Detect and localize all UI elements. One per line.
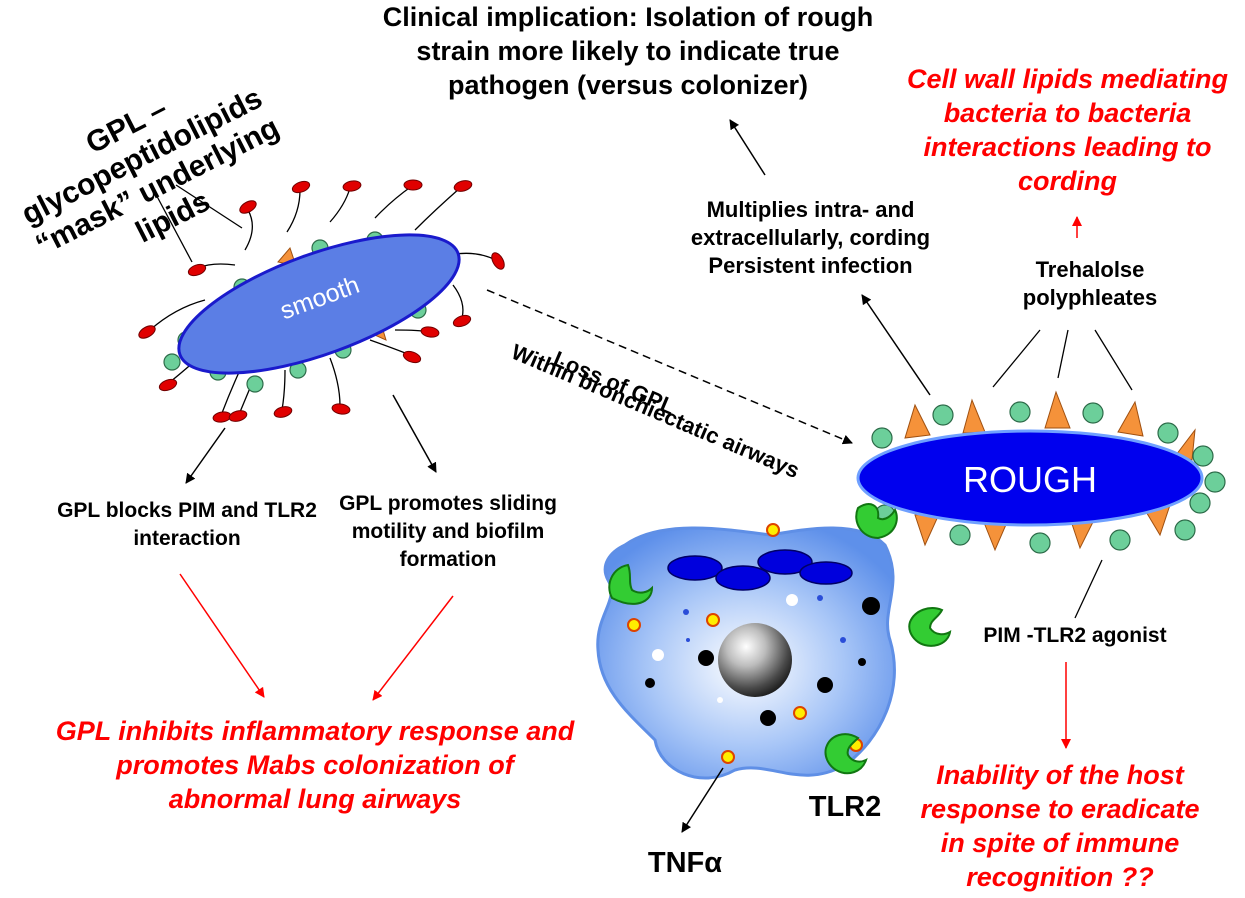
rough-label: ROUGH — [963, 459, 1097, 500]
tlr2-label: TLR2 — [808, 791, 882, 823]
clinical-implication-label: Clinical implication: Isolation of rough… — [382, 2, 874, 100]
gpl-promotes-label: GPL promotes sliding motility and biofil… — [339, 492, 557, 571]
pim-tlr2-label: PIM -TLR2 agonist — [983, 624, 1167, 647]
arrow-to-gpl-promotes — [392, 394, 437, 473]
dashed-arrow-smooth-to-rough — [486, 289, 853, 445]
arrow-to-multiplies — [861, 294, 931, 396]
multiplies-label: Multiplies intra- and extracellularly, c… — [690, 197, 931, 278]
arrow-to-gpl-blocks — [185, 427, 226, 484]
trehalose-label: Trehalolse polyphleates — [1022, 257, 1158, 310]
red-arrow-gpl-promotes — [372, 595, 454, 701]
rough-bacterium — [856, 429, 1204, 527]
inability-label: Inability of the host response to eradic… — [920, 760, 1200, 892]
arrow-to-clinical — [729, 119, 766, 176]
red-arrow-gpl-blocks — [179, 573, 265, 698]
pointer-lines — [151, 184, 1133, 619]
gpl-inhibits-label: GPL inhibits inflammatory response and p… — [55, 716, 575, 814]
nucleus — [718, 623, 792, 697]
cell-wall-lipids-label: Cell wall lipids mediating bacteria to b… — [906, 64, 1229, 196]
smooth-bacterium — [177, 233, 461, 375]
tlr2-receptors — [608, 503, 952, 775]
macrophage-cell — [596, 523, 896, 780]
tnfa-label: TNFα — [647, 847, 723, 879]
gpl-blocks-label: GPL blocks PIM and TLR2 interaction — [57, 499, 317, 550]
arrow-to-tnfa — [681, 767, 724, 833]
